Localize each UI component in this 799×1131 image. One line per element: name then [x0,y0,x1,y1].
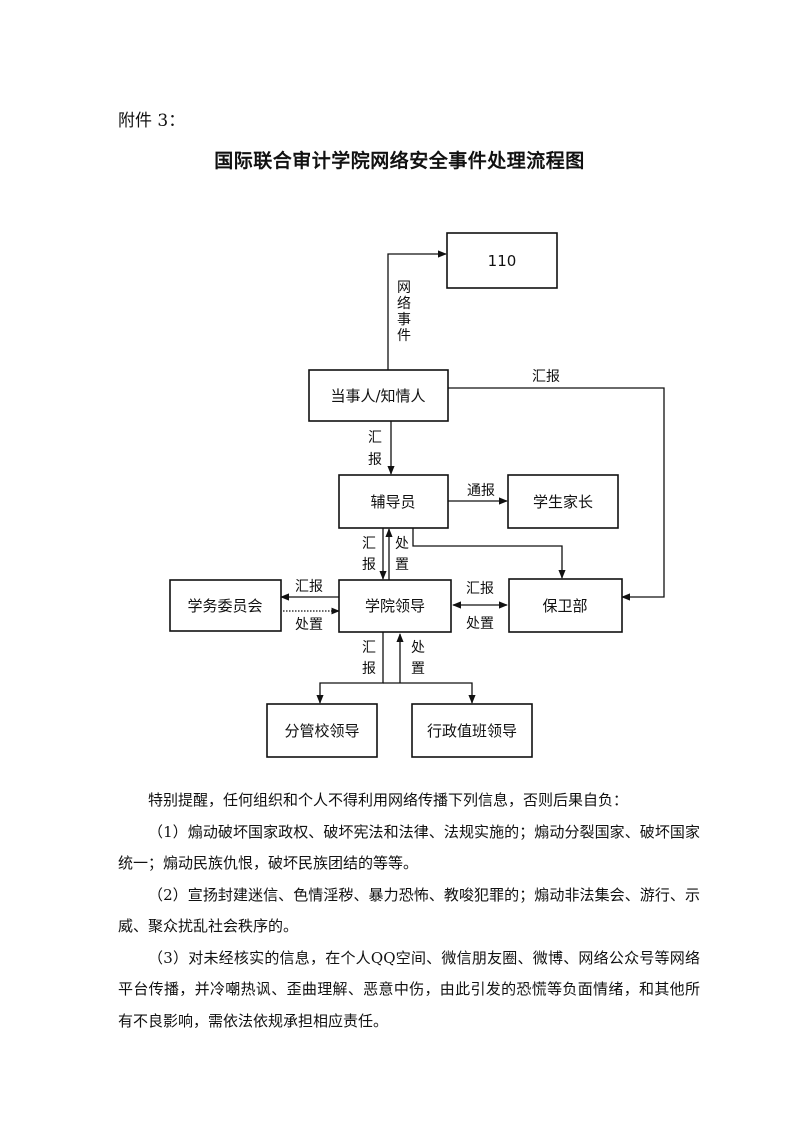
label-report-party-counselor-2: 报 [368,452,382,468]
label-handle-leaders-2: 置 [411,661,425,677]
node-school-leader [266,703,378,758]
attachment-label: 附件 3： [118,111,186,131]
node-committee [169,579,282,632]
edge-college-to-duty [383,682,476,704]
node-committee-label: 学务委员会 [187,597,262,615]
label-report-committee: 汇报 [295,579,323,595]
label-report-counselor-college-1: 汇 [362,536,376,552]
label-handle-college-counselor-2: 置 [395,557,409,573]
node-counselor [338,474,449,529]
label-net-event-1: 网 [397,280,411,296]
notes-intro: 特别提醒，任何组织和个人不得利用网络传播下列信息，否则后果自负： [148,791,629,809]
label-report-leaders-1: 汇 [362,640,376,656]
label-net-event-2: 络 [397,296,411,312]
label-report-security: 汇报 [466,581,494,597]
node-police-label: 110 [488,252,517,270]
edge-counselor-to-security [412,528,566,579]
label-handle-security: 处置 [466,616,494,632]
node-college [338,579,452,633]
node-parents-label: 学生家长 [533,493,593,511]
node-party [308,369,449,422]
node-school-leader-label: 分管校领导 [284,722,359,740]
node-party-label: 当事人/知情人 [330,387,425,405]
notes-item-2: （2）宣扬封建迷信、色情淫秽、暴力恐怖、教唆犯罪的；煽动非法集会、游行、示威、聚… [118,885,700,936]
node-parents [507,474,619,529]
node-duty-leader-label: 行政值班领导 [427,722,517,740]
label-net-event-4: 件 [397,328,411,344]
label-report-party-counselor-1: 汇 [368,430,382,446]
label-report-counselor-college-2: 报 [362,557,376,573]
edge-party-to-security [448,387,665,601]
label-handle-college-counselor-1: 处 [395,536,409,552]
edge-college-to-leaders [316,632,384,704]
notes-item-3: （3）对未经核实的信息，在个人QQ空间、微信朋友圈、微博、网络公众号等网络平台传… [118,948,700,1030]
node-security-label: 保卫部 [542,597,587,615]
node-college-label: 学院领导 [365,597,425,615]
node-duty-leader [411,703,533,758]
label-handle-committee: 处置 [295,617,323,633]
label-report-leaders-2: 报 [362,661,376,677]
label-handle-leaders-1: 处 [411,640,425,656]
node-counselor-label: 辅导员 [370,493,415,511]
flowchart: 110 当事人/知情人 辅导员 学生家长 学务委员会 学院领导 保卫部 分管校领… [169,232,665,758]
label-report-party-security: 汇报 [532,369,560,385]
label-net-event-3: 事 [397,312,411,328]
edge-party-to-police [387,250,447,370]
label-notify: 通报 [467,483,495,499]
node-security [508,578,623,633]
node-police [446,232,558,289]
document-title: 国际联合审计学院网络安全事件处理流程图 [214,150,585,172]
notes-item-1: （1）煽动破坏国家政权、破坏宪法和法律、法规实施的；煽动分裂国家、破坏国家统一；… [118,822,700,873]
notes-section: 特别提醒，任何组织和个人不得利用网络传播下列信息，否则后果自负： （1）煽动破坏… [118,785,700,1037]
